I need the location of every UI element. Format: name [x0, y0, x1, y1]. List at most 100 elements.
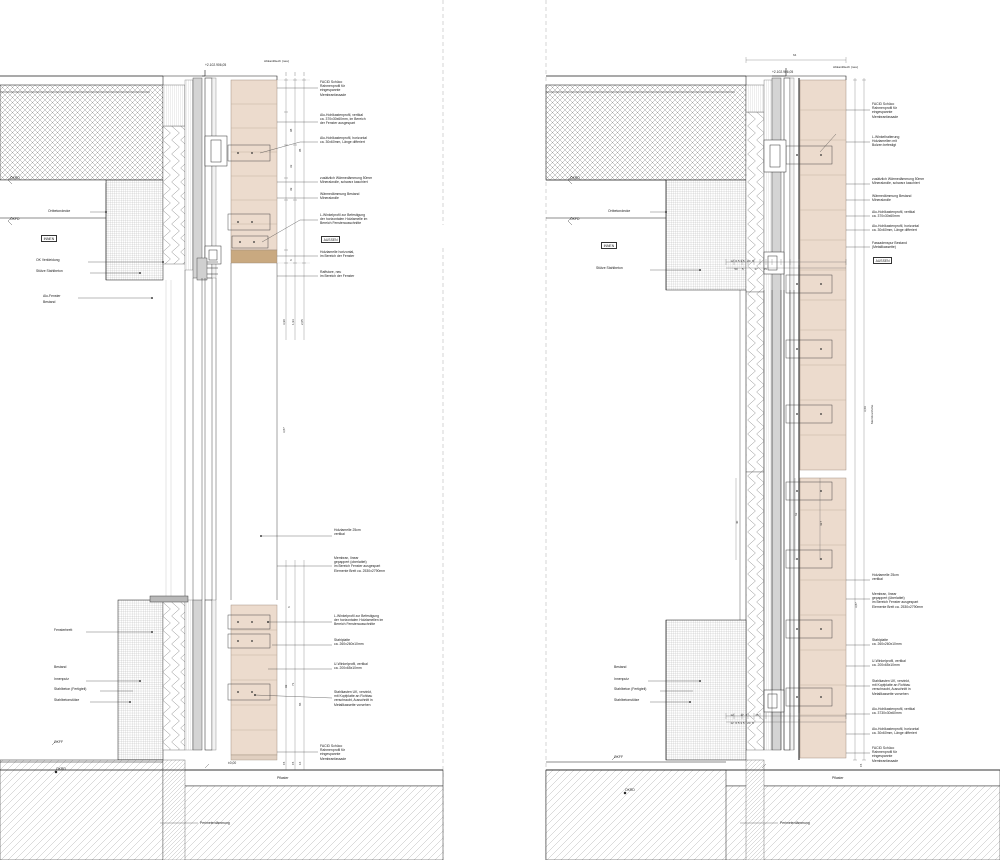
- dim-right-15: 15: [859, 763, 863, 767]
- dimchain-l2-1: 12: [730, 721, 734, 726]
- right-existing-insulation: [745, 84, 765, 751]
- dim-left-4: 39: [289, 187, 293, 191]
- note-u-angle-profile-left: U-Winkelprofil, vertikal ca. 200x65x10mm: [334, 662, 368, 671]
- label-bestand-fenster-left: Bestand: [43, 300, 56, 304]
- right-membrane-panel-upper: [785, 79, 847, 471]
- dimchain-l-1: 12: [730, 713, 734, 718]
- note-wood-lamella-vertical-left: Holzlamelle 25cm vertikal: [334, 528, 361, 537]
- dim-left-7: 1,93: [291, 319, 295, 325]
- left-membrane-panel-lower: [227, 604, 278, 761]
- dim-left-8: 2,05: [300, 319, 304, 325]
- right-steel-plate-8: [785, 687, 833, 707]
- label-stahlbetonstuetze-right: Stahlbetonstütze: [614, 698, 640, 702]
- dimchain-upper-2: 50 5 37 25: [731, 263, 767, 276]
- label-stuetze-stahlbeton-left: Stütze Stahlbeton: [36, 269, 63, 273]
- label-okrd-bottom-right: OKRD: [625, 788, 635, 792]
- left-level-ground: ±0,00: [228, 761, 237, 765]
- note-alu-box-vertical-2-right: Alu-Hohlkastenprofil, vertikal ca. 3730x…: [872, 707, 915, 716]
- label-okrd-left: OKRD: [10, 176, 20, 180]
- note-wood-lamella-vertical-right: Holzlamelle 25cm vertikal: [872, 573, 899, 582]
- label-perimeterdaemmung-left: Perimeterdämmung: [200, 821, 230, 825]
- dim-left-3: 95: [298, 148, 302, 152]
- dimchain-lower-2: 12 6 5 3 5 20 5: [727, 717, 753, 730]
- label-innenputz-right: Innenputz: [614, 677, 629, 681]
- right-leaders-right: [740, 109, 870, 824]
- dimchain-l-2: 17: [740, 713, 744, 718]
- dim-left-6: 3,90: [282, 319, 286, 325]
- right-top-note: Abkantblech (neu): [833, 65, 859, 69]
- note-facid-schueco-top-left: FACID Schüco Rahmenprofil für eingespann…: [320, 80, 347, 97]
- right-top-flashing: [746, 68, 847, 80]
- label-ortbetondecke-left: Ortbetondecke: [48, 209, 71, 213]
- label-alu-fenster-left: Alu-Fenster: [43, 294, 61, 298]
- note-facid-schueco-bottom-left: FACID Schüco Rahmenprofil für eingespann…: [320, 744, 347, 761]
- left-steel-plate-lower-2: [227, 633, 271, 649]
- dimchain-l2-4: 3: [740, 721, 743, 726]
- left-membrane-panel: [227, 79, 278, 264]
- label-stahlbeton-fertigteil-right: Stahlbeton (Fertigteil): [614, 687, 647, 691]
- left-facade-vertical-lines: [184, 263, 278, 600]
- note-steel-plate-right: Stahlplatte ca. 260x260x10mm: [872, 638, 902, 647]
- left-steel-plate-lower-3: [227, 683, 271, 701]
- dim-left-10: 6: [287, 606, 291, 608]
- left-leaders-left: [0, 175, 164, 774]
- note-alu-box-horizontal-left: Alu-Hohlkastenprofil, horizontal ca. 30x…: [320, 136, 367, 145]
- dimchain-u-5: 5: [742, 259, 745, 264]
- right-top-dim: 64: [793, 53, 797, 57]
- note-steel-box-left: Stahlkasten UK, verzinkt, mit Kopfplatte…: [334, 690, 373, 707]
- dim-left-15: 16: [298, 761, 302, 765]
- note-membrane-left: Membran, linear gepappert (oberlattet) i…: [334, 556, 386, 573]
- label-bestand-left: Bestand: [54, 665, 67, 669]
- note-l-angle-profile-2-left: L-Winkelprofil zur Befestigung der horiz…: [334, 614, 384, 627]
- note-added-insulation-left: zusätzlich Wärmedämmung 50mm Mineralwoll…: [320, 176, 373, 185]
- dimchain-u-1: 12: [730, 259, 734, 264]
- dim-left-16: 15: [282, 761, 286, 765]
- label-okfd-left: OKFD: [10, 217, 20, 221]
- note-wood-lamella-horizontal-left: Holzlamelle horizontal, im Bereich der F…: [320, 250, 355, 259]
- label-aussen-right: AUSSEN: [873, 257, 893, 265]
- dim-left-13: 86: [298, 702, 302, 706]
- right-steel-plate-3: [785, 339, 833, 359]
- label-stuetze-stahlbeton-right: Stütze Stahlbeton: [596, 266, 623, 270]
- label-innen-right: INNEN: [601, 242, 617, 250]
- left-steel-plate-bottom: [231, 235, 269, 249]
- note-added-insulation-right: zusätzlich Wärmedämmung 50mm Mineralwoll…: [872, 177, 925, 186]
- note-alu-box-vertical-right: Alu-Hohlkastenprofil, vertikal ca. 370x3…: [872, 210, 915, 219]
- dim-left-11: 92: [284, 684, 288, 688]
- dimchain-u2-1: 50: [734, 267, 738, 272]
- label-innen-left: INNEN: [41, 235, 57, 243]
- note-u-angle-profile-right: U-Winkelprofil, vertikal ca. 200x65x10mm: [872, 659, 906, 668]
- left-slab-upper: [0, 75, 164, 181]
- left-ground: [0, 759, 444, 860]
- left-dimension-lines: [277, 72, 310, 770]
- dimchain-u2-4: 25: [763, 267, 767, 272]
- label-innenputz-left: Innenputz: [54, 677, 69, 681]
- right-detail-drawing: [545, 57, 1000, 860]
- dim-left-12: 71: [291, 682, 295, 686]
- label-pflaster-left: Pflaster: [277, 776, 289, 780]
- label-ok-verkleidung-left: OK Verkleidung: [36, 258, 60, 262]
- left-level-top: +2.102.906,05: [205, 63, 227, 67]
- right-steel-plate-7: [785, 619, 833, 639]
- right-steel-plate-4: [785, 404, 833, 424]
- dimchain-u2-3: 37: [754, 267, 758, 272]
- note-existing-insulation-right: Wärmedämmung Bestand Mineralwolle: [872, 194, 912, 203]
- left-lower-assembly: [117, 595, 217, 761]
- label-stahlbetonstuetze-left: Stahlbetonstütze: [54, 698, 80, 702]
- right-window-assembly: [763, 139, 787, 713]
- dim-right-427: 427: [819, 520, 823, 526]
- left-column-wall: [0, 179, 164, 281]
- dim-left-5: 6: [289, 259, 293, 261]
- right-steel-plate-5: [785, 481, 833, 501]
- right-leaders-left: [567, 175, 701, 795]
- dimchain-u-6: 20: [747, 259, 751, 264]
- dim-right-387: 3,87: [854, 602, 858, 608]
- note-alu-box-horizontal-2-right: Alu-Hohlkastenprofil, horizontal ca. 30x…: [872, 727, 919, 736]
- label-aussen-left: AUSSEN: [321, 236, 341, 244]
- right-steel-plate-2: [785, 274, 833, 294]
- note-facid-schueco-bottom-right: FACID Schüco Rahmenprofil für eingespann…: [872, 746, 899, 763]
- label-ortbetondecke-right: Ortbetondecke: [608, 209, 631, 213]
- note-membrane-right: Membran, linear gepappert (überlattet) i…: [872, 592, 924, 609]
- left-steel-plate-upper: [227, 144, 271, 162]
